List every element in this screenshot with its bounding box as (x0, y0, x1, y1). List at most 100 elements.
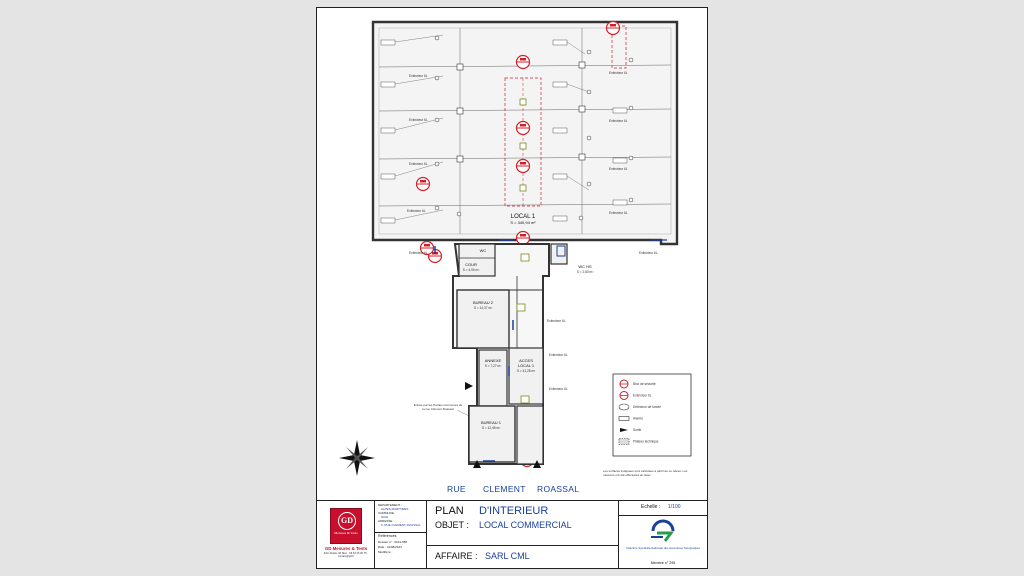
fixture-annotation: Extincteur 6L (609, 71, 628, 75)
legend-item: Extincteur 6L (619, 391, 652, 400)
divider (375, 532, 427, 533)
side-annotation: Extincteur 6L (549, 353, 568, 357)
company-logo: GD Mesures & Tests (330, 508, 362, 544)
fixture-dot (456, 211, 462, 217)
lower-wing-walls (434, 239, 667, 468)
scale-cell: Echelle : 1/100 Chambre Syndicale Nation… (619, 501, 707, 569)
adresse-value: 6, RUE CLEMENT ROASSAL (381, 523, 421, 527)
affaire-label: AFFAIRE : (435, 551, 478, 561)
acces-area: S = 41,28 m² (517, 369, 535, 373)
legend-item: Plateau technique (618, 438, 659, 445)
echelle-value: 1/100 (668, 504, 681, 510)
wchs-name: WC HS (578, 264, 592, 269)
plan-label: PLAN (435, 505, 464, 517)
legend-label: Extincteur 6L (633, 394, 652, 398)
wc-name: WC (480, 248, 487, 253)
legend-label: Sortie (633, 428, 642, 432)
side-annotation: Extincteur 6L (547, 319, 566, 323)
local1-name: LOCAL 1 (511, 214, 536, 220)
company-name: GD Mesures & Tests (324, 546, 368, 551)
safety-sign-icon (515, 120, 531, 136)
fixture-dot (586, 89, 592, 95)
echelle-label: Echelle : (641, 504, 661, 510)
detector-markers (380, 34, 628, 224)
fixture-annotation: Extincteur 6L (409, 162, 428, 166)
departement-label: DEPARTEMENT : (378, 503, 403, 507)
safety-sign-icon (515, 158, 531, 174)
logo-text: Mesures & Tests (334, 531, 358, 535)
local1-area: S = 340,94 m² (510, 220, 536, 225)
legend-label: Bloc de sécurité (633, 382, 656, 386)
fixture-dot (586, 49, 592, 55)
survey-note: Les surfaces indiquées sont calculées à … (603, 470, 687, 476)
fixture-dot (628, 197, 634, 203)
legend-item: Détecteur de fumée (618, 403, 661, 411)
fixture-annotation: Extincteur 6L (409, 118, 428, 122)
title-block: GD Mesures & Tests GD Mesures & Tests ZA… (317, 500, 707, 569)
geometres-logo-icon (651, 519, 675, 542)
references-label: Références (378, 534, 397, 538)
fixture-dot (434, 117, 440, 123)
cour-name: COUR (465, 262, 477, 267)
fixture-box (519, 184, 527, 192)
plan-sheet: Extincteur 6L Extincteur 6L Extincteur 6… (316, 7, 708, 569)
membre-number: Membre n° 295 (650, 561, 676, 565)
dossier: Dossier n° : 2013-086 (378, 540, 408, 544)
legend-item: Alarme (618, 416, 643, 421)
acces-name: ACCES (519, 358, 533, 363)
street-word-2: CLEMENT (483, 484, 526, 494)
company-logo-cell: GD Mesures & Tests GD Mesures & Tests ZA… (317, 501, 375, 569)
fixture-box (519, 98, 527, 106)
legend-label: Détecteur de fumée (633, 405, 661, 409)
bureau2-area: S = 14,37 m² (474, 306, 492, 310)
cour-area: S = 4,90 m² (463, 268, 480, 272)
fixture-dots (434, 35, 634, 221)
fixture-annotation: Extincteur 6L (609, 211, 628, 215)
fixture-annotation: Extincteur 6L (609, 119, 628, 123)
plan-value: D'INTERIEUR (479, 505, 549, 517)
safety-sign-icon (605, 20, 621, 36)
wchs-area: S = 2,60 m² (577, 270, 594, 274)
legend-item: Sortie (620, 428, 642, 432)
street-word-3: ROASSAL (537, 484, 579, 494)
date: Date : 31/08/2013 (378, 545, 402, 549)
modifie: Modifié le : (378, 550, 393, 554)
safety-sign-icon (419, 240, 435, 256)
annexe-area: S = 7,27 m² (485, 364, 502, 368)
north-arrow-icon (339, 440, 375, 476)
objet-label: OBJET : (435, 520, 469, 530)
geometres-caption: Chambre Syndicale Nationale des Géomètre… (626, 546, 700, 550)
fixture-dot (434, 161, 440, 167)
fixture-box (519, 142, 527, 150)
objet-value: LOCAL COMMERCIAL (479, 520, 572, 530)
safety-sign-icon (515, 54, 531, 70)
legend-label: Alarme (633, 417, 643, 421)
fixture-dot (628, 105, 634, 111)
side-annotation: Extincteur 6L (639, 251, 658, 255)
adresse-label: ADRESSE : (378, 519, 395, 523)
fixture-dot (628, 57, 634, 63)
divider (427, 545, 619, 546)
safety-sign-icon (415, 176, 431, 192)
safety-sign-icon (515, 230, 531, 246)
fixture-dot (434, 35, 440, 41)
bureau1-area: S = 12,48 m² (482, 426, 500, 430)
bureau1-name: BUREAU 1 (481, 420, 502, 425)
side-annotation: Extincteur 6L (549, 387, 568, 391)
commune-label: COMMUNE : (378, 511, 396, 515)
fixture-dot (586, 181, 592, 187)
logo-monogram: GD (338, 512, 356, 530)
legend-item: Bloc de sécurité (619, 379, 656, 389)
affaire-value: SARL CML (485, 551, 530, 561)
fixture-dot (434, 205, 440, 211)
fixture-dot (578, 215, 584, 221)
commune-value: NICE (381, 515, 389, 519)
acces-name2: LOCAL 1 (518, 363, 535, 368)
side-annotation: Extincteur 6L (409, 251, 428, 255)
street-word-1: RUE (447, 484, 466, 494)
fixture-dot (434, 75, 440, 81)
fixture-annotation: Extincteur 6L (407, 209, 426, 213)
annexe-name: ANNEXE (485, 358, 502, 363)
entry-annotation: Entrée par les Parties communes de la ru… (414, 404, 463, 410)
